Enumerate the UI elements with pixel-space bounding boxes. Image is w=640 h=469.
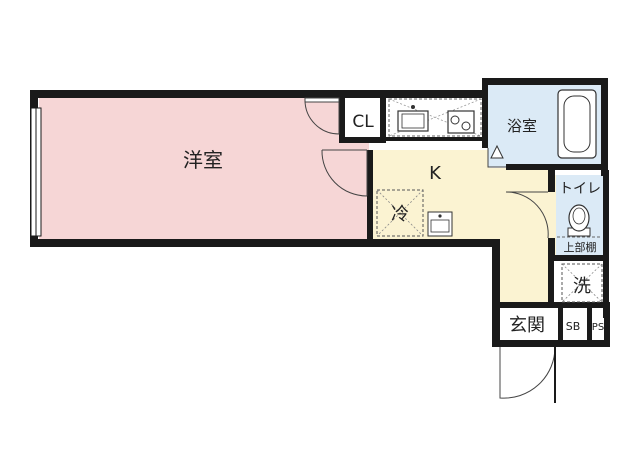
west-window (30, 107, 42, 237)
sink-icon (397, 105, 429, 132)
washer-label: 洗 (573, 276, 591, 297)
toilet-label: トイレ (559, 181, 601, 197)
shoe-box-label: SB (566, 320, 581, 333)
bathroom-label: 浴室 (507, 117, 537, 135)
western-room-label: 洋室 (183, 148, 223, 172)
upper-cabinet-label: 上部棚 (564, 240, 597, 254)
fridge-space (376, 189, 424, 237)
closet-label: CL (352, 112, 374, 132)
toilet-bowl-icon (567, 204, 591, 237)
closet-area (344, 98, 374, 138)
shower-icon (490, 144, 504, 159)
western-room-area (39, 98, 369, 240)
entrance-label: 玄関 (509, 315, 545, 336)
washer-space (561, 263, 603, 303)
stove-icon (447, 110, 475, 134)
fridge-label: 冷 (391, 204, 409, 225)
kitchen-label: K (429, 163, 442, 184)
doors (304, 97, 556, 403)
kitchen-area (372, 150, 556, 303)
bathtub-icon (557, 89, 597, 159)
pipe-space-label: PS (592, 322, 604, 333)
small-sink-icon (427, 211, 453, 237)
